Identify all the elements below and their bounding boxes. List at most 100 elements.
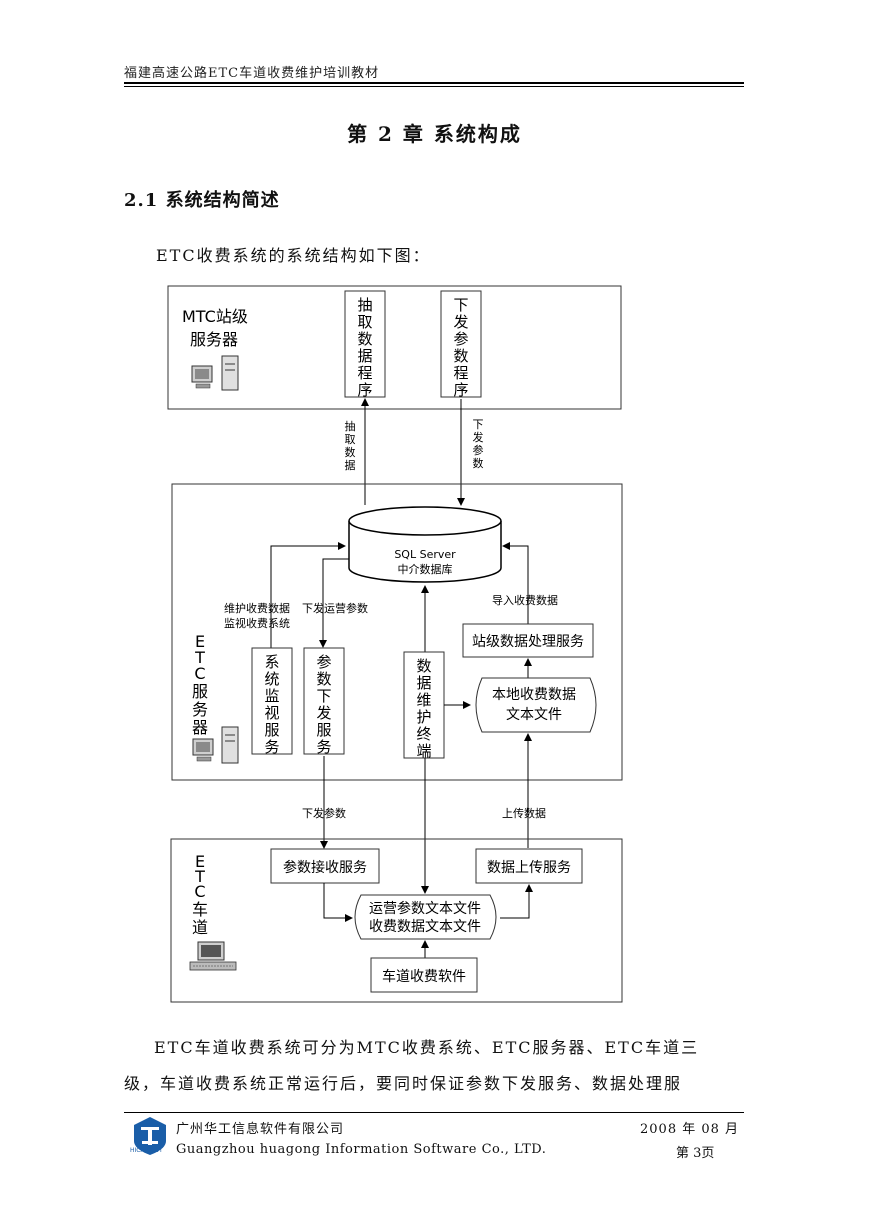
svg-text:下: 下 xyxy=(473,418,484,431)
mtc-label-line1: MTC站级 xyxy=(182,307,248,326)
svg-text:道: 道 xyxy=(192,918,208,937)
svg-text:服: 服 xyxy=(192,682,208,701)
svg-text:SQL Server: SQL Server xyxy=(394,548,456,561)
svg-text:统: 统 xyxy=(264,670,279,688)
svg-text:序: 序 xyxy=(453,381,468,399)
footer-rule xyxy=(124,1112,744,1113)
param-receive-box xyxy=(270,848,380,884)
param-service-box xyxy=(303,647,345,755)
logo-caption: HICA/SCUT xyxy=(130,1147,163,1154)
footer-page-number: 第 3页 xyxy=(676,1146,715,1161)
lane-software-text: 车道收费软件 xyxy=(382,968,466,985)
lane-files-shape: 运营参数文本文件 收费数据文本文件 xyxy=(354,894,497,940)
arrow-station-to-db xyxy=(502,542,529,624)
svg-text:文本文件: 文本文件 xyxy=(506,707,562,723)
svg-text:端: 端 xyxy=(416,742,431,760)
svg-text:抽: 抽 xyxy=(345,419,356,433)
svg-text:终: 终 xyxy=(416,725,431,743)
svg-text:数: 数 xyxy=(416,657,431,675)
svg-text:据: 据 xyxy=(416,674,431,692)
svg-text:T: T xyxy=(194,648,205,667)
etc-lane-computer-icon xyxy=(189,941,237,971)
upload-data-label: 上传数据 xyxy=(502,806,546,820)
extract-program-text: 抽 取 数 据 程 序 xyxy=(357,296,372,399)
svg-text:监: 监 xyxy=(264,687,279,705)
etc-server-computer-icon xyxy=(192,726,239,764)
sql-server-database: SQL Server 中介数据库 xyxy=(348,506,502,583)
data-upload-text: 数据上传服务 xyxy=(487,860,571,876)
svg-text:系: 系 xyxy=(264,653,279,671)
svg-text:C: C xyxy=(194,882,205,901)
distribute-params-label: 下 发 参 数 xyxy=(473,418,484,470)
body-paragraph-line: ETC车道收费系统可分为MTC收费系统、ETC服务器、ETC车道三 xyxy=(154,1038,700,1057)
arrow-monitor-to-db xyxy=(270,542,346,648)
etc-server-frame xyxy=(171,483,623,781)
distribute-ops-label: 下发运营参数 xyxy=(302,601,368,615)
footer-date: 2008 年 08 月 xyxy=(640,1122,740,1137)
svg-text:取: 取 xyxy=(357,313,372,331)
monitor-service-box xyxy=(251,647,293,755)
svg-text:E: E xyxy=(195,852,205,871)
arrow-db-to-param xyxy=(319,558,349,648)
svg-text:据: 据 xyxy=(345,458,356,472)
lane-software-box xyxy=(370,957,478,993)
maintain-label: 维护收费数据 xyxy=(224,601,290,615)
svg-text:参: 参 xyxy=(316,653,331,671)
company-logo-icon xyxy=(134,1117,166,1155)
svg-text:数: 数 xyxy=(453,347,468,365)
svg-text:收费数据文本文件: 收费数据文本文件 xyxy=(369,919,481,935)
svg-text:服: 服 xyxy=(316,721,331,739)
svg-text:服: 服 xyxy=(264,721,279,739)
station-service-box xyxy=(462,623,594,658)
data-upload-box xyxy=(475,848,583,884)
maintenance-terminal-text: 数 据 维 护 终 端 xyxy=(416,657,431,760)
arrow-receive-to-files xyxy=(323,883,353,922)
mtc-computer-icon xyxy=(191,355,239,391)
param-service-text: 参 数 下 发 服 务 xyxy=(316,653,331,756)
svg-text:下: 下 xyxy=(453,296,468,314)
distribute-program-box xyxy=(440,290,482,398)
etc-lane-frame xyxy=(170,838,623,1003)
svg-text:视: 视 xyxy=(264,704,279,722)
extract-data-label: 抽 取 数 据 xyxy=(345,419,356,472)
param-receive-text: 参数接收服务 xyxy=(283,859,367,876)
svg-text:发: 发 xyxy=(453,313,468,331)
svg-text:程: 程 xyxy=(453,364,468,382)
body-paragraph-line: 级，车道收费系统正常运行后，要同时保证参数下发服务、数据处理服 xyxy=(124,1074,683,1093)
svg-text:抽: 抽 xyxy=(357,296,372,314)
monitor-service-text: 系 统 监 视 服 务 xyxy=(264,653,279,756)
svg-text:据: 据 xyxy=(357,347,372,365)
arrow-files-to-upload xyxy=(500,884,533,919)
svg-text:参: 参 xyxy=(453,330,468,348)
intro-paragraph: ETC收费系统的系统结构如下图： xyxy=(156,246,431,265)
svg-text:参: 参 xyxy=(473,443,484,457)
etc-lane-label: E T C 车 道 xyxy=(192,852,208,937)
svg-text:务: 务 xyxy=(316,738,331,756)
svg-text:E: E xyxy=(195,632,205,651)
body-paragraph: ETC车道收费系统可分为MTC收费系统、ETC服务器、ETC车道三 级，车道收费… xyxy=(124,1030,744,1102)
running-header: 福建高速公路ETC车道收费维护培训教材 xyxy=(124,66,380,81)
svg-text:运营参数文本文件: 运营参数文本文件 xyxy=(369,900,481,917)
local-file-shape: 本地收费数据 文本文件 xyxy=(475,677,597,733)
svg-text:发: 发 xyxy=(473,430,484,444)
svg-text:中介数据库: 中介数据库 xyxy=(398,562,453,576)
svg-text:器: 器 xyxy=(192,718,208,737)
svg-text:发: 发 xyxy=(316,704,331,722)
section-title: 2.1 系统结构简述 xyxy=(124,190,280,211)
header-rule-thick xyxy=(124,82,744,84)
footer-company-cn: 广州华工信息软件有限公司 xyxy=(176,1122,345,1137)
distribute-program-text: 下 发 参 数 程 序 xyxy=(453,296,468,399)
svg-text:护: 护 xyxy=(416,708,431,726)
svg-text:务: 务 xyxy=(264,738,279,756)
svg-text:数: 数 xyxy=(357,330,372,348)
svg-text:序: 序 xyxy=(357,381,372,399)
chapter-title: 第 2 章 系统构成 xyxy=(347,122,522,146)
svg-text:车: 车 xyxy=(192,900,208,919)
mtc-frame xyxy=(167,285,622,410)
svg-text:T: T xyxy=(194,867,205,886)
monitor-label: 监视收费系统 xyxy=(224,616,290,630)
header-rule-thin xyxy=(124,86,744,87)
mtc-label-line2: 服务器 xyxy=(190,330,238,349)
svg-text:数: 数 xyxy=(316,670,331,688)
